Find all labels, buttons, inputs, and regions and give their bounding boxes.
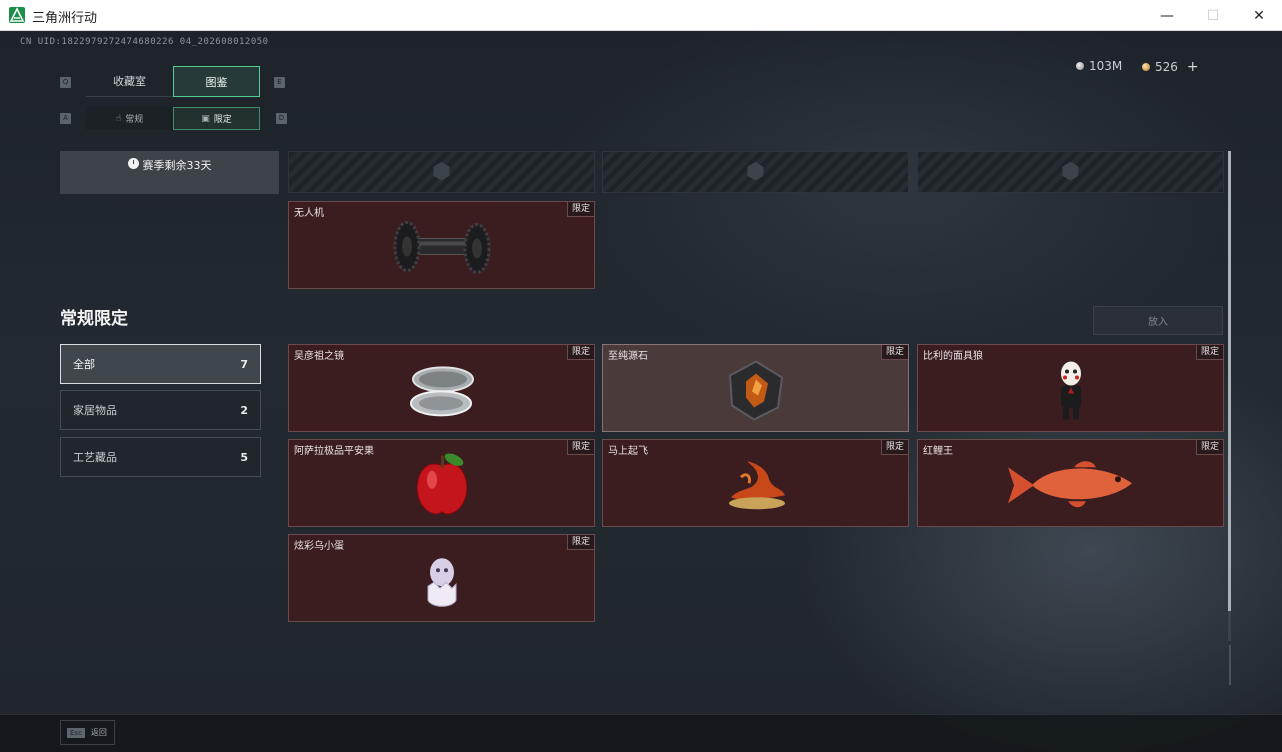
puppet-doll-icon	[1060, 361, 1081, 420]
hand-icon: ☝	[115, 113, 122, 124]
subtab-next-key-hint: D	[276, 113, 287, 124]
red-carp-icon	[1007, 461, 1132, 508]
image-icon: ▣	[201, 113, 210, 124]
footer-bar	[0, 714, 1282, 752]
main-tab-bar: 收藏室 图鉴	[86, 66, 260, 97]
lock-icon: ⬢	[431, 159, 452, 185]
category-household[interactable]: 家居物品 2	[60, 390, 261, 430]
limited-tag: 限定	[566, 535, 594, 550]
minimize-button[interactable]: —	[1160, 7, 1174, 24]
item-name: 马上起飞	[608, 446, 648, 457]
subtab-regular[interactable]: ☝ 常规	[86, 107, 173, 130]
currency-silver: 103M	[1076, 59, 1122, 73]
limited-tag: 限定	[1195, 345, 1223, 360]
item-name: 无人机	[294, 208, 324, 219]
scrollbar-thumb[interactable]	[1228, 151, 1231, 611]
silver-coin-icon	[1076, 62, 1084, 70]
limited-tag: 限定	[880, 345, 908, 360]
drone-roller-icon	[393, 220, 490, 274]
limited-tag: 限定	[566, 345, 594, 360]
gold-coin-icon	[1142, 63, 1150, 71]
game-viewport: CN UID:1822979272474680226 04_2026080120…	[0, 31, 1282, 752]
window-title: 三角洲行动	[32, 11, 98, 26]
crystal-stone-icon	[728, 360, 783, 421]
currency-gold-value: 526	[1155, 60, 1178, 74]
locked-slot: ⬢	[602, 151, 909, 193]
item-card-drone[interactable]: 无人机 限定	[288, 201, 595, 289]
tab-prev-key-hint: Q	[60, 77, 71, 88]
item-name: 吴彦祖之镜	[294, 351, 344, 362]
item-name: 红鲤王	[923, 446, 953, 457]
subtab-prev-key-hint: A	[60, 113, 71, 124]
tab-catalog[interactable]: 图鉴	[173, 66, 260, 97]
item-card-stone[interactable]: 至纯源石 限定	[602, 344, 909, 432]
category-count: 7	[240, 357, 248, 371]
locked-slot: ⬢	[288, 151, 595, 193]
maximize-button[interactable]: ☐	[1206, 7, 1220, 24]
limited-tag: 限定	[566, 202, 594, 217]
item-card-red-carp[interactable]: 红鲤王 限定	[917, 439, 1224, 527]
category-label: 工艺藏品	[73, 451, 117, 464]
compact-mirror-icon	[409, 366, 474, 417]
clock-icon	[127, 158, 139, 169]
item-card-apple[interactable]: 阿萨拉极品平安果 限定	[288, 439, 595, 527]
tab-collection-room[interactable]: 收藏室	[86, 66, 173, 97]
subtab-regular-label: 常规	[125, 115, 144, 125]
category-all[interactable]: 全部 7	[60, 344, 261, 384]
lock-icon: ⬢	[1060, 159, 1081, 185]
window-title-bar: 三角洲行动 — ☐ ✕	[0, 0, 1282, 31]
category-count: 5	[240, 450, 248, 464]
locked-slot: ⬢	[917, 151, 1224, 193]
item-card-egg[interactable]: 炫彩乌小蛋 限定	[288, 534, 595, 622]
tab-next-key-hint: E	[274, 77, 285, 88]
item-name: 炫彩乌小蛋	[294, 541, 344, 552]
place-button[interactable]: 放入	[1093, 306, 1223, 335]
item-card-flying-horse[interactable]: 马上起飞 限定	[602, 439, 909, 527]
limited-tag: 限定	[566, 440, 594, 455]
item-name: 阿萨拉极品平安果	[294, 446, 374, 457]
red-apple-icon	[416, 453, 467, 515]
player-uid: CN UID:1822979272474680226 04_2026080120…	[20, 37, 269, 47]
category-label: 全部	[73, 358, 95, 371]
close-button[interactable]: ✕	[1253, 7, 1265, 24]
esc-key-hint: Esc	[67, 727, 85, 738]
back-label: 返回	[90, 728, 107, 737]
category-count: 2	[240, 403, 248, 417]
back-button[interactable]: Esc 返回	[60, 720, 115, 745]
currency-silver-value: 103M	[1089, 59, 1123, 73]
season-remaining-text: 赛季剩余33天	[142, 159, 212, 172]
hatching-egg-icon	[427, 558, 456, 607]
section-title: 常规限定	[60, 309, 128, 329]
sub-tab-bar: ☝ 常规 ▣ 限定	[86, 107, 260, 130]
subtab-limited-label: 限定	[213, 115, 232, 125]
limited-tag: 限定	[880, 440, 908, 455]
subtab-limited[interactable]: ▣ 限定	[173, 107, 260, 130]
limited-tag: 限定	[1195, 440, 1223, 455]
scrollbar[interactable]	[1228, 151, 1231, 641]
currency-gold[interactable]: 526 +	[1142, 59, 1199, 75]
season-remaining: 赛季剩余33天	[60, 151, 279, 194]
lock-icon: ⬢	[745, 159, 766, 185]
flying-horse-icon	[728, 461, 785, 510]
item-card-puppet[interactable]: 比利的面具狼 限定	[917, 344, 1224, 432]
category-crafts[interactable]: 工艺藏品 5	[60, 437, 261, 477]
item-name: 比利的面具狼	[923, 351, 983, 362]
item-name: 至纯源石	[608, 351, 648, 362]
scroll-track-end	[1229, 645, 1231, 685]
category-label: 家居物品	[73, 404, 117, 417]
item-card-mirror[interactable]: 吴彦祖之镜 限定	[288, 344, 595, 432]
add-currency-button[interactable]: +	[1186, 59, 1199, 75]
app-logo-icon	[9, 7, 25, 23]
